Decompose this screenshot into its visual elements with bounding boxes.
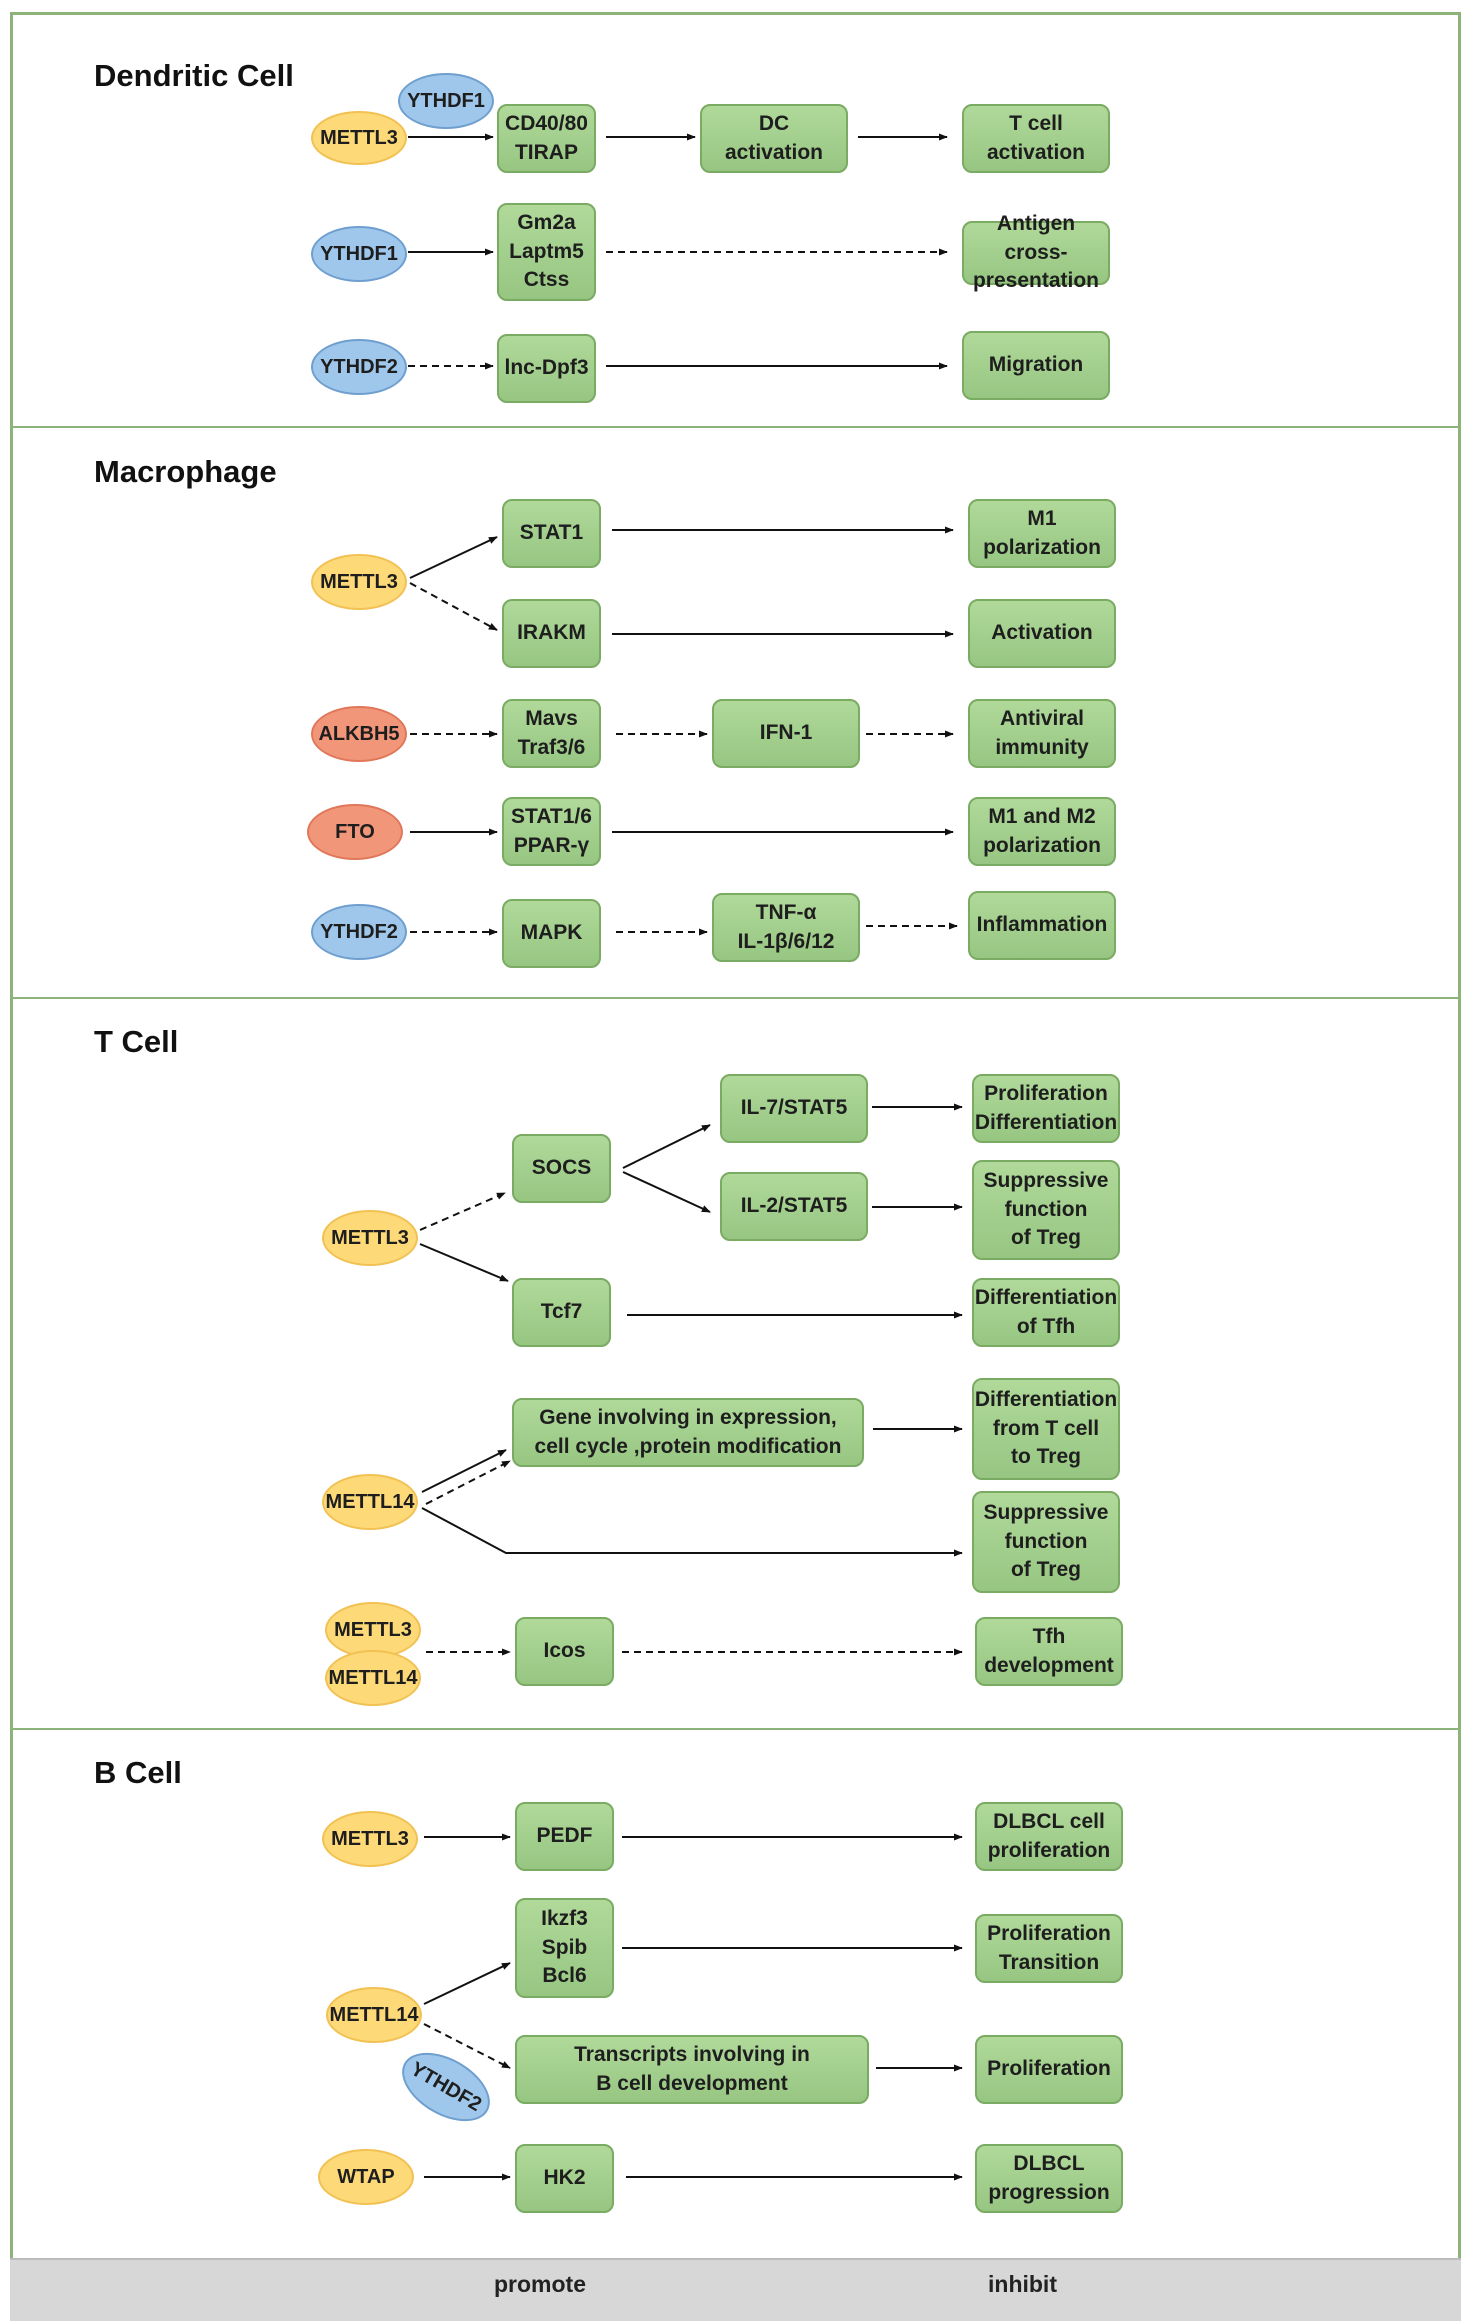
node-mp-mavs-traf: Mavs Traf3/6 [502, 699, 601, 768]
node-mp-activation: Activation [968, 599, 1116, 668]
node-mp-ythdf2: YTHDF2 [311, 904, 407, 960]
section-title-bcell: B Cell [94, 1755, 182, 1790]
node-mp-stat1: STAT1 [502, 499, 601, 568]
node-bc-proliferation: Proliferation [975, 2035, 1123, 2104]
node-bc-mettl14: METTL14 [326, 1987, 422, 2043]
node-tc-tcf7: Tcf7 [512, 1278, 611, 1347]
arrow-promote [419, 1243, 509, 1282]
node-tc-gene-involving: Gene involving in expression, cell cycle… [512, 1398, 864, 1467]
node-tc-icos: Icos [515, 1617, 614, 1686]
node-tc-il7-stat5: IL-7/STAT5 [720, 1074, 868, 1143]
node-bc-mettl3: METTL3 [322, 1811, 418, 1867]
node-mp-mettl3: METTL3 [311, 554, 407, 610]
node-dc-migration: Migration [962, 331, 1110, 400]
node-mp-m1-polarization: M1 polarization [968, 499, 1116, 568]
divider-dc-macrophage [12, 426, 1459, 428]
node-mp-irakm: IRAKM [502, 599, 601, 668]
arrow-promote [421, 1507, 963, 1557]
node-dc-ythdf2: YTHDF2 [311, 339, 407, 395]
node-tc-suppressive-function-treg: Suppressive function of Treg [972, 1160, 1120, 1260]
node-dc-tcell-activation: T cell activation [962, 104, 1110, 173]
node-tc-mettl14: METTL14 [322, 1474, 418, 1530]
node-dc-mettl3: METTL3 [311, 111, 407, 165]
arrow-inhibit [423, 2023, 511, 2069]
node-dc-ythdf1: YTHDF1 [311, 226, 407, 282]
node-mp-stat16-ppar: STAT1/6 PPAR-γ [502, 797, 601, 866]
node-tc-differentiation-tfh: Differentiation of Tfh [972, 1278, 1120, 1347]
node-bc-hk2: HK2 [515, 2144, 614, 2213]
node-tc-tfh-development: Tfh development [975, 1617, 1123, 1686]
section-title-dendritic: Dendritic Cell [94, 58, 294, 93]
node-mp-inflammation: Inflammation [968, 891, 1116, 960]
node-dc-antigen-cross-presentation: Antigen cross- presentation [962, 212, 1110, 292]
arrow-inhibit [419, 1192, 506, 1231]
node-mp-mapk: MAPK [502, 899, 601, 968]
node-tc-mettl3-b: METTL3 [325, 1602, 421, 1658]
node-mp-m1-m2-polarization: M1 and M2 polarization [968, 797, 1116, 866]
arrow-promote [622, 1124, 711, 1169]
arrow-inhibit [409, 582, 498, 631]
section-title-tcell: T Cell [94, 1024, 179, 1059]
section-title-macrophage: Macrophage [94, 454, 277, 489]
node-mp-tnf-il: TNF-α IL-1β/6/12 [712, 893, 860, 962]
node-tc-proliferation-differentiation: Proliferation Differentiation [972, 1074, 1120, 1143]
node-tc-il2-stat5: IL-2/STAT5 [720, 1172, 868, 1241]
node-dc-gm2a: Gm2a Laptm5 Ctss [497, 203, 596, 301]
divider-tcell-bcell [12, 1728, 1459, 1730]
node-tc-suppressive-function-treg-2: Suppressive function of Treg [972, 1491, 1120, 1593]
arrow-promote [423, 1962, 511, 2005]
node-bc-transcripts-b-cell-development: Transcripts involving in B cell developm… [515, 2035, 869, 2104]
arrow-inhibit [425, 1460, 511, 1505]
node-dc-activation: DC activation [700, 104, 848, 173]
node-mp-alkbh5: ALKBH5 [311, 706, 407, 762]
node-dc-ythdf1-top: YTHDF1 [398, 73, 494, 129]
legend-promote-label: promote [494, 2271, 586, 2297]
node-bc-proliferation-transition: Proliferation Transition [975, 1914, 1123, 1983]
node-bc-dlbcl-progression: DLBCL progression [975, 2144, 1123, 2213]
node-bc-dlbcl-cell-proliferation: DLBCL cell proliferation [975, 1802, 1123, 1871]
node-tc-mettl3: METTL3 [322, 1210, 418, 1266]
divider-macrophage-tcell [12, 997, 1459, 999]
node-dc-lnc-dpf3: lnc-Dpf3 [497, 334, 596, 403]
node-tc-mettl14-b: METTL14 [325, 1650, 421, 1706]
legend-inhibit-label: inhibit [988, 2271, 1057, 2297]
node-tc-socs: SOCS [512, 1134, 611, 1203]
arrow-promote [622, 1171, 711, 1213]
arrow-promote [421, 1449, 507, 1493]
node-tc-differentiation-to-treg: Differentiation from T cell to Treg [972, 1378, 1120, 1480]
node-mp-fto: FTO [307, 804, 403, 860]
node-bc-ikzf3-spib-bcl6: Ikzf3 Spib Bcl6 [515, 1898, 614, 1998]
node-dc-cd40-tirap: CD40/80 TIRAP [497, 104, 596, 173]
node-bc-pedf: PEDF [515, 1802, 614, 1871]
node-mp-ifn1: IFN-1 [712, 699, 860, 768]
arrow-promote [409, 536, 498, 579]
legend-bar [10, 2258, 1461, 2321]
node-bc-wtap: WTAP [318, 2149, 414, 2205]
node-mp-antiviral-immunity: Antiviral immunity [968, 699, 1116, 768]
